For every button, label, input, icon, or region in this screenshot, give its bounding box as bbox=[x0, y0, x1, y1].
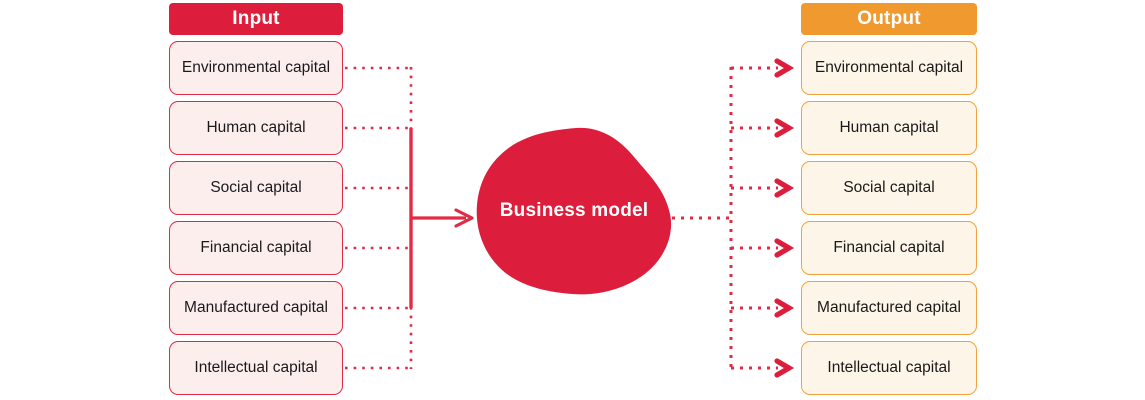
input-item-label: Intellectual capital bbox=[194, 359, 318, 376]
output-item-label: Financial capital bbox=[833, 239, 945, 256]
input-stub-lines bbox=[345, 66, 411, 370]
input-column-header: Input bbox=[169, 3, 343, 35]
output-column-header: Output bbox=[801, 3, 977, 35]
chevron-right-icon-1 bbox=[774, 58, 795, 78]
business-model-node: Business model bbox=[472, 126, 676, 296]
input-main-arrowhead-icon bbox=[454, 208, 474, 228]
input-item-environmental-capital[interactable]: Environmental capital bbox=[169, 41, 343, 95]
output-item-intellectual-capital[interactable]: Intellectual capital bbox=[801, 341, 977, 395]
chevron-right-icon-6 bbox=[774, 358, 795, 378]
input-item-social-capital[interactable]: Social capital bbox=[169, 161, 343, 215]
output-arrowheads bbox=[774, 58, 795, 378]
output-item-financial-capital[interactable]: Financial capital bbox=[801, 221, 977, 275]
input-item-label: Human capital bbox=[206, 119, 306, 136]
input-item-label: Financial capital bbox=[200, 239, 312, 256]
chevron-right-icon-4 bbox=[774, 238, 795, 258]
output-item-human-capital[interactable]: Human capital bbox=[801, 101, 977, 155]
business-model-label: Business model bbox=[499, 200, 649, 221]
input-item-label: Social capital bbox=[210, 179, 302, 196]
chevron-right-icon-2 bbox=[774, 118, 795, 138]
output-item-manufactured-capital[interactable]: Manufactured capital bbox=[801, 281, 977, 335]
chevron-right-icon-5 bbox=[774, 298, 795, 318]
output-item-label: Environmental capital bbox=[814, 59, 964, 76]
output-stub-lines bbox=[731, 66, 778, 370]
blob-shape bbox=[476, 127, 672, 295]
input-item-human-capital[interactable]: Human capital bbox=[169, 101, 343, 155]
output-item-label: Social capital bbox=[843, 179, 935, 196]
input-item-manufactured-capital[interactable]: Manufactured capital bbox=[169, 281, 343, 335]
input-item-label: Environmental capital bbox=[181, 59, 331, 76]
input-item-financial-capital[interactable]: Financial capital bbox=[169, 221, 343, 275]
input-item-intellectual-capital[interactable]: Intellectual capital bbox=[169, 341, 343, 395]
output-item-social-capital[interactable]: Social capital bbox=[801, 161, 977, 215]
output-item-label: Human capital bbox=[839, 119, 939, 136]
output-item-environmental-capital[interactable]: Environmental capital bbox=[801, 41, 977, 95]
output-item-label: Intellectual capital bbox=[827, 359, 951, 376]
input-item-label: Manufactured capital bbox=[184, 299, 328, 316]
chevron-right-icon-3 bbox=[774, 178, 795, 198]
output-item-label: Manufactured capital bbox=[817, 299, 961, 316]
